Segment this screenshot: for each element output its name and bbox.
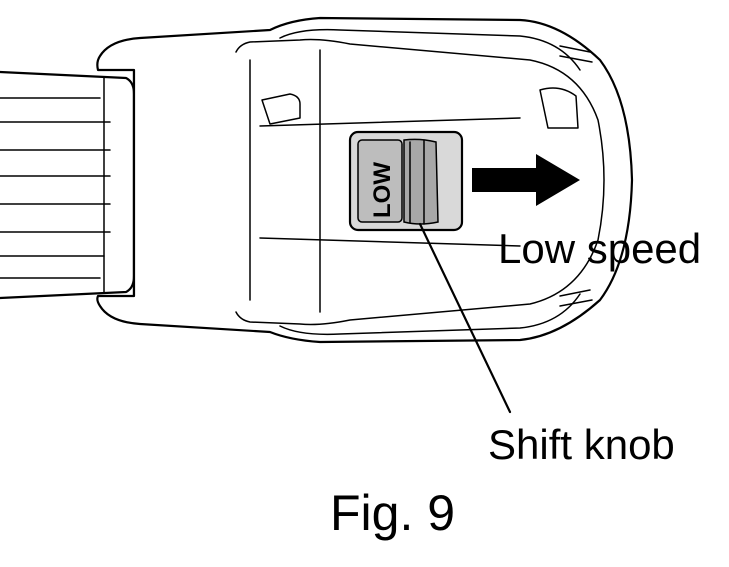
chuck: [0, 70, 136, 300]
knob-marking-low: LOW: [369, 162, 396, 218]
low-speed-label: Low speed: [498, 225, 701, 272]
leader-line: [418, 222, 512, 414]
shift-knob-label: Shift knob: [488, 421, 675, 468]
arrow-right-icon: [472, 154, 580, 206]
shift-knob: LOW: [348, 130, 464, 232]
figure-caption: Fig. 9: [330, 485, 455, 541]
